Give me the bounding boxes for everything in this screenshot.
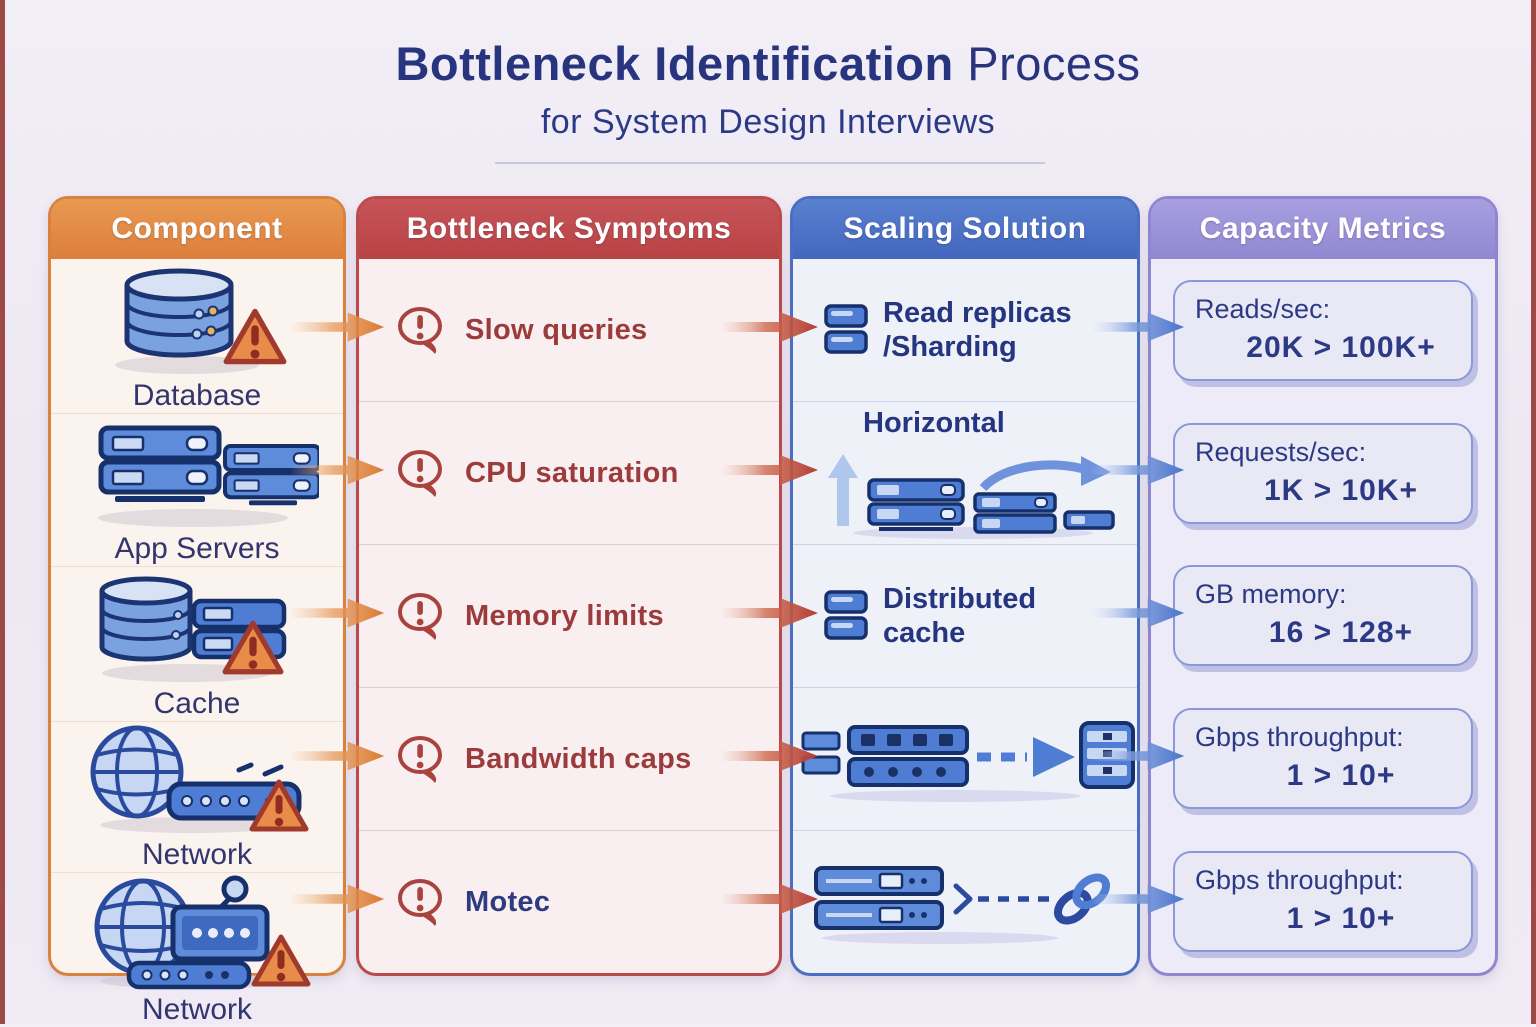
alert-bubble-icon xyxy=(395,590,447,642)
flow-arrow-red xyxy=(722,736,822,776)
solution-cell: Horizontal xyxy=(793,402,1137,545)
symptom-label: Memory limits xyxy=(465,599,664,632)
solution-label: Horizontal xyxy=(863,406,1005,439)
component-label: Cache xyxy=(153,687,241,720)
solution-cell: Read replicas /Sharding xyxy=(793,259,1137,402)
database-warning-icon xyxy=(115,268,297,374)
flow-arrow-red xyxy=(722,450,822,490)
symptom-label: CPU saturation xyxy=(465,456,679,489)
page-title: Bottleneck Identification Process for Sy… xyxy=(0,36,1536,142)
metric-label: Gbps throughput: xyxy=(1195,722,1404,753)
solution-label-line2: cache xyxy=(883,617,966,649)
metrics-column: Capacity Metrics Reads/sec: 20K > 100K+ … xyxy=(1148,196,1498,976)
alert-bubble-icon xyxy=(395,304,447,356)
metric-box: Gbps throughput: 1 > 10+ xyxy=(1173,851,1473,953)
flow-arrow-blue xyxy=(1092,593,1188,633)
symptom-label: Bandwidth caps xyxy=(465,742,692,775)
metric-value: 16 > 128+ xyxy=(1268,616,1414,650)
component-cell-database: Database xyxy=(51,259,343,414)
solution-cell xyxy=(793,831,1137,973)
component-cell-network: Network xyxy=(51,722,343,873)
flow-arrow-red xyxy=(722,593,822,633)
metric-cell: Gbps throughput: 1 > 10+ xyxy=(1151,687,1495,830)
metric-cell: Gbps throughput: 1 > 10+ xyxy=(1151,830,1495,973)
symptoms-column: Bottleneck Symptoms Slow queries CPU sat… xyxy=(356,196,782,976)
solution-label-line2: /Sharding xyxy=(883,331,1017,363)
solution-cell xyxy=(793,688,1137,831)
metric-label: Requests/sec: xyxy=(1195,436,1367,467)
symptoms-column-header: Bottleneck Symptoms xyxy=(359,199,779,259)
metric-cell: Requests/sec: 1K > 10K+ xyxy=(1151,402,1495,545)
metric-box: GB memory: 16 > 128+ xyxy=(1173,565,1473,667)
flow-arrow-orange xyxy=(292,593,388,633)
alert-bubble-icon xyxy=(395,733,447,785)
component-cell-cache: Cache xyxy=(51,567,343,722)
component-column-header: Component xyxy=(51,199,343,259)
symptom-label: Motec xyxy=(465,885,551,918)
flow-arrow-red xyxy=(722,307,822,347)
flow-arrow-orange xyxy=(292,307,388,347)
flow-arrow-blue xyxy=(1092,736,1188,776)
solution-label-line1: Distributed xyxy=(883,582,1037,615)
component-cell-app-servers: App Servers xyxy=(51,414,343,567)
symptom-cell: Bandwidth caps xyxy=(359,688,779,831)
metric-value: 1K > 10K+ xyxy=(1263,473,1419,507)
flow-arrow-red xyxy=(722,879,822,919)
app-servers-icon xyxy=(98,425,319,527)
page-subtitle: for System Design Interviews xyxy=(540,103,996,141)
database-stack-icon xyxy=(823,303,869,357)
metric-label: Gbps throughput: xyxy=(1195,865,1404,896)
cache-warning-icon xyxy=(99,576,287,682)
symptom-label: Slow queries xyxy=(465,313,648,346)
solution-label-line1: Read replicas xyxy=(883,296,1072,329)
flow-arrow-orange xyxy=(292,450,388,490)
metric-value: 20K > 100K+ xyxy=(1246,330,1436,364)
metric-box: Gbps throughput: 1 > 10+ xyxy=(1173,708,1473,810)
cache-stack-icon xyxy=(823,589,869,643)
component-label: Network xyxy=(141,993,253,1026)
component-label: Database xyxy=(132,379,262,412)
network-warning-icon xyxy=(90,725,317,833)
flow-arrow-blue xyxy=(1092,450,1188,490)
flow-arrow-orange xyxy=(292,736,388,776)
component-label: Network xyxy=(141,838,253,871)
component-label: App Servers xyxy=(114,532,280,565)
metric-value: 1 > 10+ xyxy=(1286,902,1396,936)
solution-cell: Distributed cache xyxy=(793,545,1137,688)
right-edge-artifact xyxy=(1531,0,1536,1024)
load-balancer-diagram-icon xyxy=(801,721,1135,802)
symptom-cell: Memory limits xyxy=(359,545,779,688)
symptom-cell: Motec xyxy=(359,831,779,973)
solution-column: Scaling Solution Read replicas /Sharding… xyxy=(790,196,1140,976)
metric-box: Reads/sec: 20K > 100K+ xyxy=(1173,279,1473,381)
metric-label: Reads/sec: xyxy=(1195,293,1331,324)
linked-servers-diagram-icon xyxy=(814,866,1111,944)
component-cell-network-2: Network xyxy=(51,873,343,1027)
network-device-warning-icon xyxy=(94,875,317,990)
horizontal-scale-diagram-icon xyxy=(828,453,1115,539)
metric-value: 1 > 10+ xyxy=(1286,759,1396,793)
title-main-strong: Bottleneck Identification xyxy=(395,37,954,90)
metric-cell: GB memory: 16 > 128+ xyxy=(1151,545,1495,688)
metric-cell: Reads/sec: 20K > 100K+ xyxy=(1151,259,1495,402)
metric-label: GB memory: xyxy=(1195,579,1347,610)
flow-arrow-blue xyxy=(1092,307,1188,347)
left-edge-artifact xyxy=(0,0,5,1024)
title-divider xyxy=(495,162,1045,164)
alert-bubble-icon xyxy=(395,447,447,499)
flow-arrow-blue xyxy=(1092,879,1188,919)
solution-column-header: Scaling Solution xyxy=(793,199,1137,259)
title-main-light: Process xyxy=(953,37,1141,90)
metrics-column-header: Capacity Metrics xyxy=(1151,199,1495,259)
symptom-cell: CPU saturation xyxy=(359,402,779,545)
symptom-cell: Slow queries xyxy=(359,259,779,402)
alert-bubble-icon xyxy=(395,876,447,928)
metric-box: Requests/sec: 1K > 10K+ xyxy=(1173,422,1473,524)
flow-arrow-orange xyxy=(292,879,388,919)
